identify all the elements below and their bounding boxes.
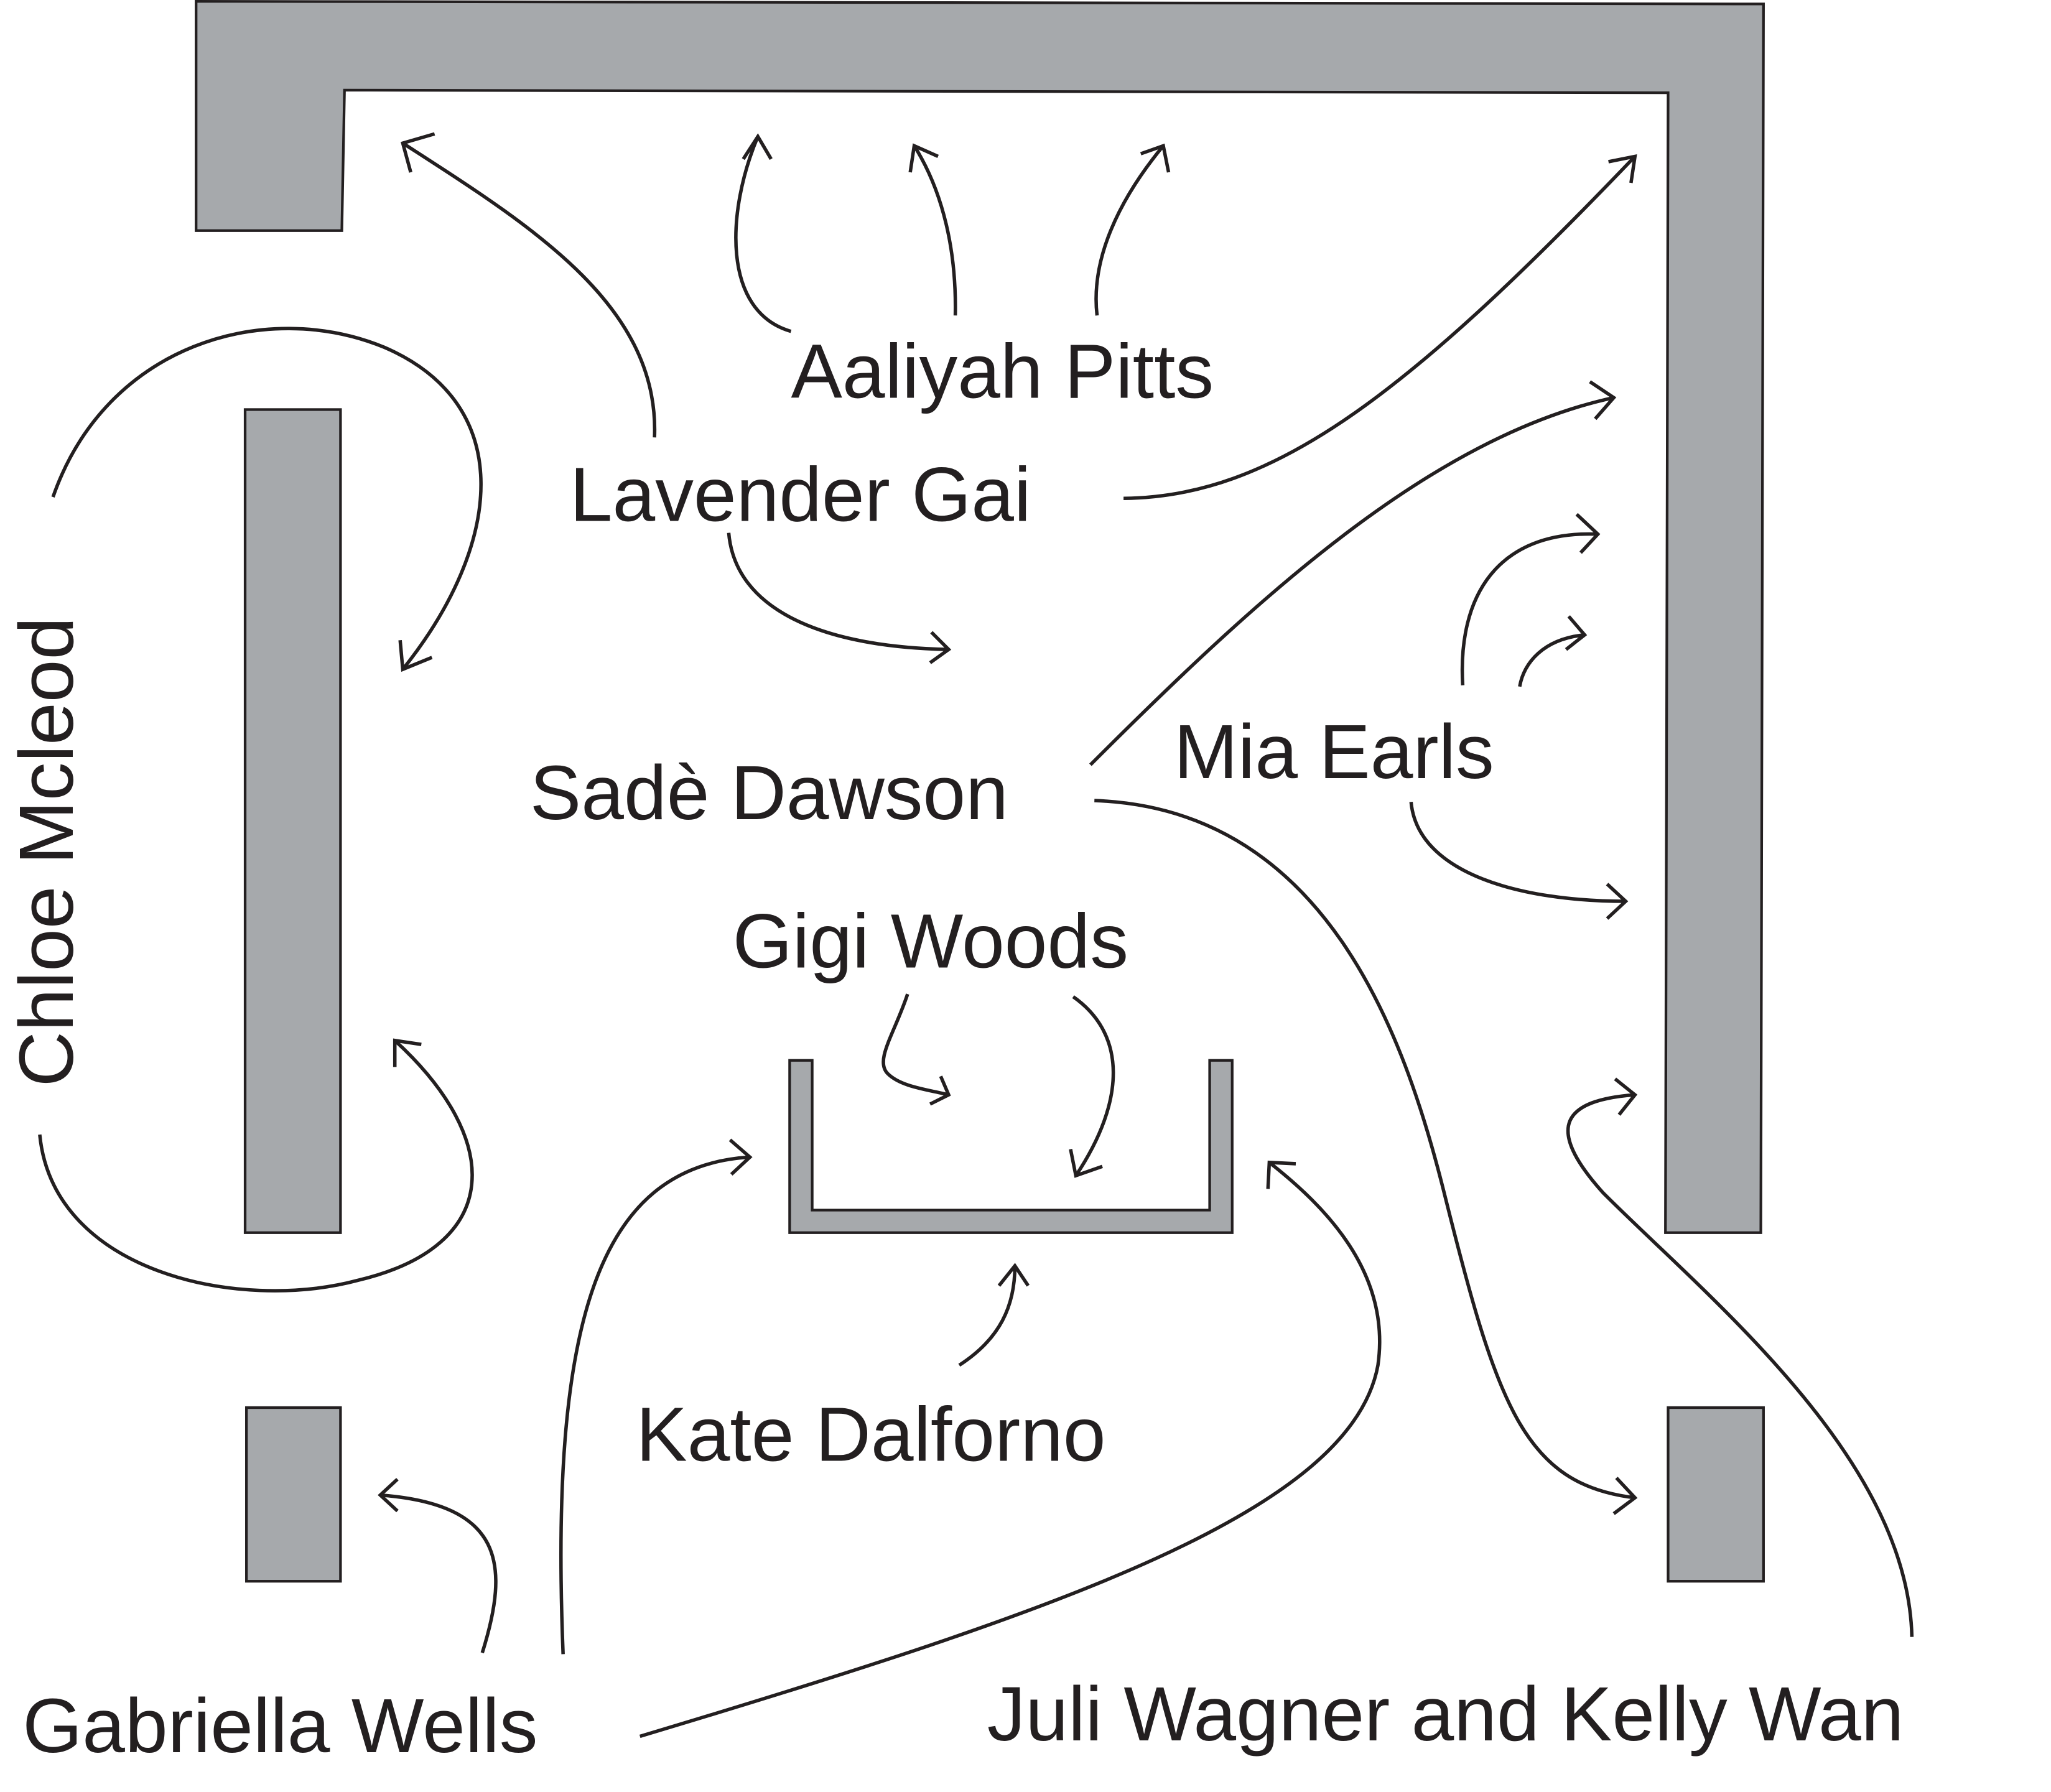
arrow <box>51 327 483 671</box>
arrow <box>1518 633 1585 687</box>
arrowhead <box>929 631 952 664</box>
center-u-display <box>788 1059 1234 1234</box>
label-chloe-mcleod: Chloe Mcleod <box>4 617 90 1087</box>
label-aaliyah-pitts: Aaliyah Pitts <box>791 328 1214 414</box>
arrow <box>38 1039 474 1293</box>
arrow <box>734 136 792 333</box>
chloe-arrows <box>38 327 483 1293</box>
arrowhead <box>398 639 433 672</box>
arrow <box>727 532 949 651</box>
arrow <box>639 1161 1382 1739</box>
arrow <box>913 144 957 316</box>
arrowhead <box>1606 883 1629 920</box>
arrowhead <box>378 1478 399 1513</box>
left-short-panel <box>245 1406 342 1583</box>
arrowhead <box>401 132 435 173</box>
arrowhead <box>1608 154 1637 183</box>
arrow <box>1072 995 1115 1177</box>
label-gigi-woods: Gigi Woods <box>733 899 1128 985</box>
arrowhead <box>1069 1148 1103 1178</box>
arrowhead <box>1589 380 1617 420</box>
arrowhead <box>1565 615 1588 651</box>
arrowhead <box>393 1038 422 1067</box>
sade-arrows <box>1089 380 1638 1515</box>
top-right-wall <box>195 0 1765 1234</box>
lavender-arrows <box>401 132 1637 664</box>
arrowhead <box>908 143 939 173</box>
arrow <box>1089 396 1614 766</box>
gabriella-arrows <box>378 1138 1382 1739</box>
left-long-panel <box>243 408 342 1234</box>
arrow <box>559 1155 750 1655</box>
juli-kelly-arrows <box>1566 1077 1914 1637</box>
arrow <box>401 141 656 438</box>
gigi-arrows <box>881 993 1115 1178</box>
arrow <box>380 1493 498 1654</box>
kate-arrows <box>958 1263 1030 1367</box>
arrow <box>1460 532 1598 685</box>
arrow <box>1409 801 1626 903</box>
arrow <box>1123 155 1637 500</box>
arrowhead <box>1575 513 1601 554</box>
arrowhead <box>1612 1477 1638 1515</box>
arrowhead <box>929 1075 951 1106</box>
label-juli-wagner-kelly-wan: Juli Wagner and Kelly Wan <box>987 1671 1904 1757</box>
label-lavender-gai: Lavender Gai <box>570 452 1031 537</box>
arrow <box>958 1266 1017 1367</box>
label-sade-dawson: Sadè Dawson <box>530 750 1008 836</box>
right-short-panel <box>1667 1406 1765 1583</box>
label-mia-earls: Mia Earls <box>1174 709 1494 795</box>
arrowhead <box>997 1263 1030 1287</box>
arrow <box>1094 144 1165 316</box>
aaliyah-arrows <box>734 133 1171 333</box>
mia-arrows <box>1409 513 1629 920</box>
arrowhead <box>742 133 773 160</box>
arrowhead <box>1614 1077 1638 1116</box>
arrowhead <box>1266 1160 1296 1189</box>
arrow <box>881 993 949 1097</box>
arrow <box>1094 799 1635 1500</box>
arrowhead <box>1140 143 1171 173</box>
arrow <box>1566 1093 1914 1637</box>
label-gabriella-wells: Gabriella Wells <box>22 1683 537 1769</box>
arrowhead <box>728 1138 753 1176</box>
label-kate-dalforno: Kate Dalforno <box>636 1391 1105 1477</box>
